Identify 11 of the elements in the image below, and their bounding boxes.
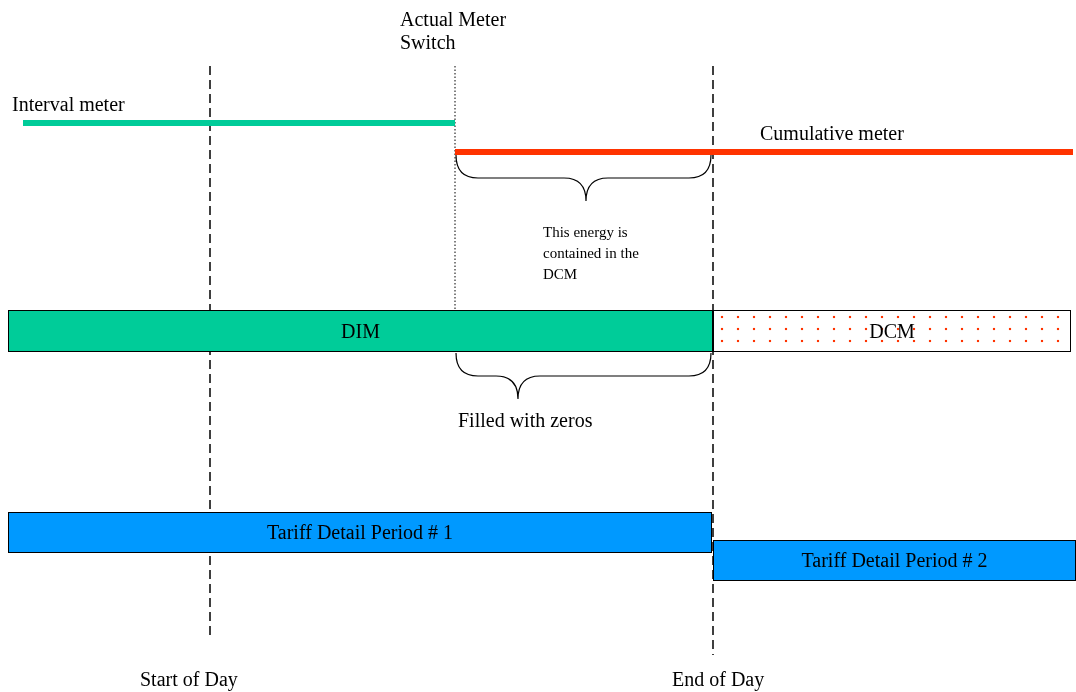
annotation: This energy is contained in the DCM xyxy=(543,223,640,284)
meter-label: Cumulative meter xyxy=(760,122,905,145)
tariff-period-bar: Tariff Detail Period # 1 xyxy=(8,512,712,553)
day-label: End of Day xyxy=(672,668,766,691)
dim-bar: DIM xyxy=(8,310,713,352)
day-label: Start of Day xyxy=(140,668,239,691)
switch-label: Actual Meter Switch xyxy=(400,8,508,54)
annotation: Filled with zeros xyxy=(458,409,594,432)
dcm-bar: DCM xyxy=(713,310,1071,352)
tariff-period-bar: Tariff Detail Period # 2 xyxy=(713,540,1076,581)
meter-label: Interval meter xyxy=(12,93,126,116)
